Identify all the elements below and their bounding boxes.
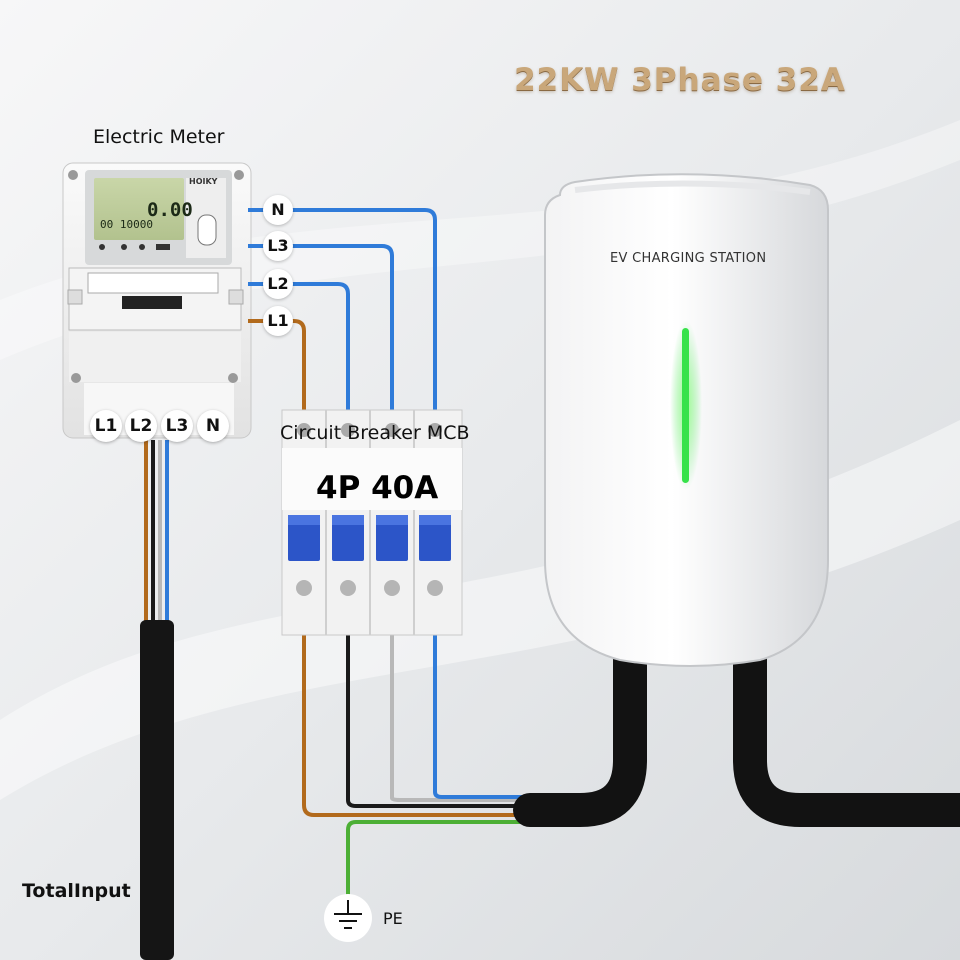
wire-badge-l3: L3 (263, 231, 293, 261)
background-swoosh (0, 120, 960, 360)
wire-l1-top (248, 319, 306, 415)
charger-cable-left (513, 633, 647, 827)
meter-terminal-n: N (197, 410, 229, 442)
ground-symbol (324, 894, 372, 942)
meter-terminal-l3: L3 (161, 410, 193, 442)
top-wires (248, 208, 437, 415)
breaker-toggle-3[interactable] (376, 515, 408, 561)
wire-badge-l1: L1 (263, 306, 293, 336)
wire-n-top (248, 208, 437, 415)
circuit-breaker (281, 409, 463, 636)
meter-brand: HOIKY (189, 177, 218, 186)
wire-l2-out (346, 630, 535, 808)
output-wires (302, 630, 535, 905)
meter-lcd (94, 178, 184, 240)
wire-pe (346, 820, 535, 905)
pe-label: PE (383, 909, 403, 928)
wire-l3-top (248, 244, 394, 415)
breaker-toggle-1[interactable] (288, 515, 320, 561)
charger-cable-right (733, 633, 960, 827)
total-input-label: TotalInput (22, 880, 131, 902)
status-led (682, 328, 689, 483)
station-label: EV CHARGING STATION (610, 251, 767, 266)
meter-terminal-l2: L2 (125, 410, 157, 442)
wire-badge-n: N (263, 195, 293, 225)
input-cable (140, 440, 174, 960)
wire-n-out (433, 630, 535, 799)
ev-charging-station (544, 173, 829, 667)
charger-cables (513, 633, 960, 827)
meter-small-reading: 00 10000 (100, 218, 153, 231)
breaker-rating: 4P 40A (316, 470, 439, 506)
wire-l3-out (390, 630, 535, 802)
wire-l2-top (248, 282, 350, 415)
breaker-toggle-2[interactable] (332, 515, 364, 561)
breaker-toggle-4[interactable] (419, 515, 451, 561)
meter-barcode (122, 296, 182, 309)
page-title: 22KW 3Phase 32A (514, 62, 846, 98)
meter-terminal-l1: L1 (90, 410, 122, 442)
background-swoosh (0, 420, 960, 800)
wire-badge-l2: L2 (263, 269, 293, 299)
wire-l1-out (302, 630, 535, 817)
breaker-label: Circuit Breaker MCB (280, 422, 470, 444)
meter-reading: 0.00 (147, 199, 193, 221)
meter-label: Electric Meter (93, 126, 225, 148)
